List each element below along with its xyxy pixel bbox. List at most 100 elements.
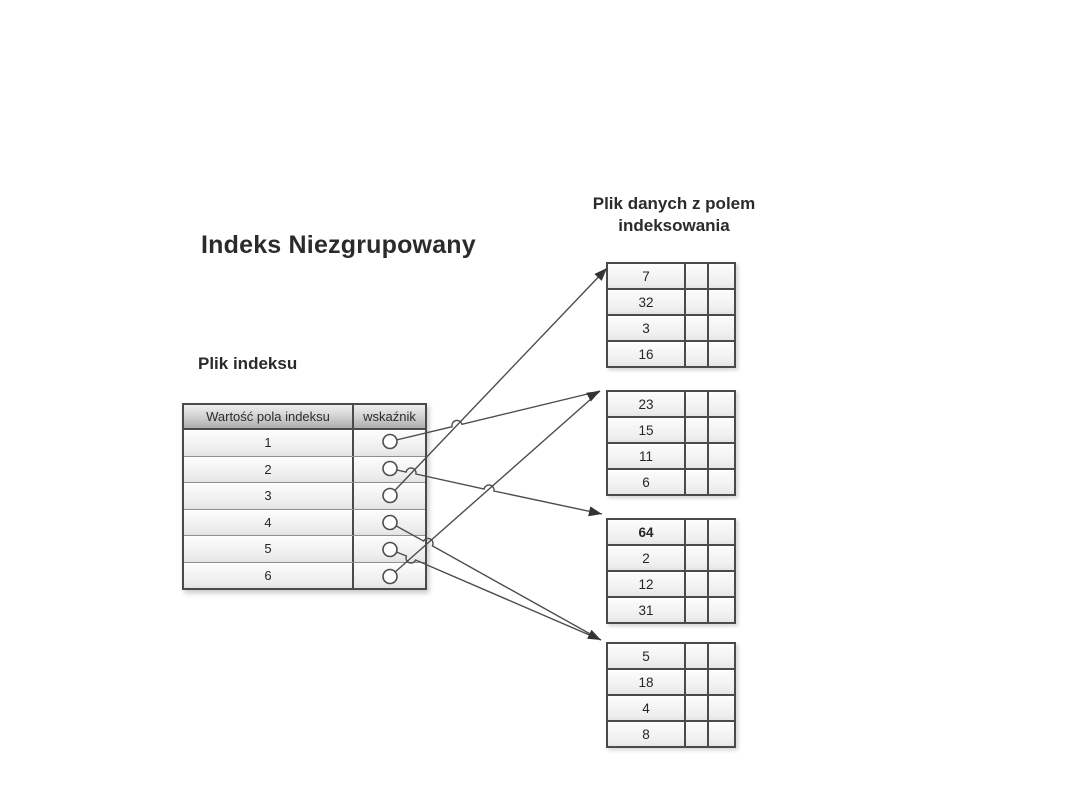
record-empty-cell xyxy=(709,444,734,468)
data-block-row: 5 xyxy=(608,644,734,668)
record-empty-cell xyxy=(686,264,709,288)
data-block-row: 8 xyxy=(608,720,734,746)
data-block-row: 15 xyxy=(608,416,734,442)
record-empty-cell xyxy=(686,670,709,694)
record-value-cell: 2 xyxy=(608,546,686,570)
record-empty-cell xyxy=(709,722,734,746)
data-block-row: 7 xyxy=(608,264,734,288)
record-empty-cell xyxy=(709,316,734,340)
pointer-cell xyxy=(354,562,425,588)
record-empty-cell xyxy=(709,470,734,494)
record-empty-cell xyxy=(686,342,709,366)
data-file-title-line1: Plik danych z polem xyxy=(592,194,756,213)
data-file-title: Plik danych z polem indeksowania xyxy=(574,193,774,237)
index-value-cell: 1 xyxy=(184,430,354,456)
record-empty-cell xyxy=(686,520,709,544)
data-block-row: 23 xyxy=(608,392,734,416)
index-value-cell: 4 xyxy=(184,509,354,535)
record-value-cell: 11 xyxy=(608,444,686,468)
index-row: 3 xyxy=(184,482,425,509)
record-empty-cell xyxy=(709,290,734,314)
record-value-cell: 18 xyxy=(608,670,686,694)
data-block-row: 64 xyxy=(608,520,734,544)
record-empty-cell xyxy=(709,418,734,442)
index-row: 1 xyxy=(184,430,425,456)
record-empty-cell xyxy=(686,392,709,416)
record-empty-cell xyxy=(709,696,734,720)
index-value-cell: 5 xyxy=(184,536,354,562)
record-empty-cell xyxy=(686,598,709,622)
record-value-cell: 3 xyxy=(608,316,686,340)
data-file-title-line2: indeksowania xyxy=(618,216,730,235)
record-empty-cell xyxy=(686,290,709,314)
record-empty-cell xyxy=(709,264,734,288)
column-header-index-value: Wartość pola indeksu xyxy=(184,405,354,428)
record-empty-cell xyxy=(686,546,709,570)
record-value-cell: 31 xyxy=(608,598,686,622)
index-row: 6 xyxy=(184,561,425,588)
pointer-cell xyxy=(354,430,425,456)
index-value-cell: 6 xyxy=(184,562,354,588)
data-block-row: 11 xyxy=(608,442,734,468)
record-empty-cell xyxy=(709,342,734,366)
record-empty-cell xyxy=(709,670,734,694)
record-value-cell: 16 xyxy=(608,342,686,366)
index-row: 2 xyxy=(184,455,425,482)
index-value-cell: 3 xyxy=(184,483,354,509)
record-value-cell: 8 xyxy=(608,722,686,746)
data-block-row: 32 xyxy=(608,288,734,314)
record-value-cell: 12 xyxy=(608,572,686,596)
data-block-row: 18 xyxy=(608,668,734,694)
record-value-cell: 23 xyxy=(608,392,686,416)
record-empty-cell xyxy=(709,392,734,416)
record-empty-cell xyxy=(686,418,709,442)
column-header-pointer: wskaźnik xyxy=(363,409,416,424)
data-block-row: 4 xyxy=(608,694,734,720)
record-empty-cell xyxy=(686,696,709,720)
record-value-cell: 7 xyxy=(608,264,686,288)
index-row: 4 xyxy=(184,508,425,535)
data-block-row: 6 xyxy=(608,468,734,494)
index-file-label: Plik indeksu xyxy=(198,354,298,373)
data-block-row: 12 xyxy=(608,570,734,596)
data-block-row: 2 xyxy=(608,544,734,570)
record-empty-cell xyxy=(709,644,734,668)
record-value-cell: 15 xyxy=(608,418,686,442)
record-empty-cell xyxy=(686,470,709,494)
record-empty-cell xyxy=(709,546,734,570)
index-row: 5 xyxy=(184,535,425,562)
arrowhead-icon xyxy=(587,629,601,640)
record-empty-cell xyxy=(709,572,734,596)
data-block-row: 16 xyxy=(608,340,734,366)
record-empty-cell xyxy=(686,316,709,340)
record-empty-cell xyxy=(709,598,734,622)
record-value-cell: 64 xyxy=(608,520,686,544)
pointer-cell xyxy=(354,483,425,509)
record-empty-cell xyxy=(686,572,709,596)
arrowhead-icon xyxy=(588,506,602,517)
data-block-row: 31 xyxy=(608,596,734,622)
record-empty-cell xyxy=(709,520,734,544)
record-value-cell: 32 xyxy=(608,290,686,314)
index-table-header: Wartość pola indeksu wskaźnik xyxy=(184,405,425,430)
record-value-cell: 6 xyxy=(608,470,686,494)
pointer-cell xyxy=(354,509,425,535)
record-empty-cell xyxy=(686,644,709,668)
pointer-cell xyxy=(354,456,425,482)
index-value-cell: 2 xyxy=(184,456,354,482)
record-empty-cell xyxy=(686,722,709,746)
record-value-cell: 4 xyxy=(608,696,686,720)
data-block-row: 3 xyxy=(608,314,734,340)
record-empty-cell xyxy=(686,444,709,468)
main-title: Indeks Niezgrupowany xyxy=(201,231,476,259)
arrowhead-icon xyxy=(586,391,600,402)
record-value-cell: 5 xyxy=(608,644,686,668)
